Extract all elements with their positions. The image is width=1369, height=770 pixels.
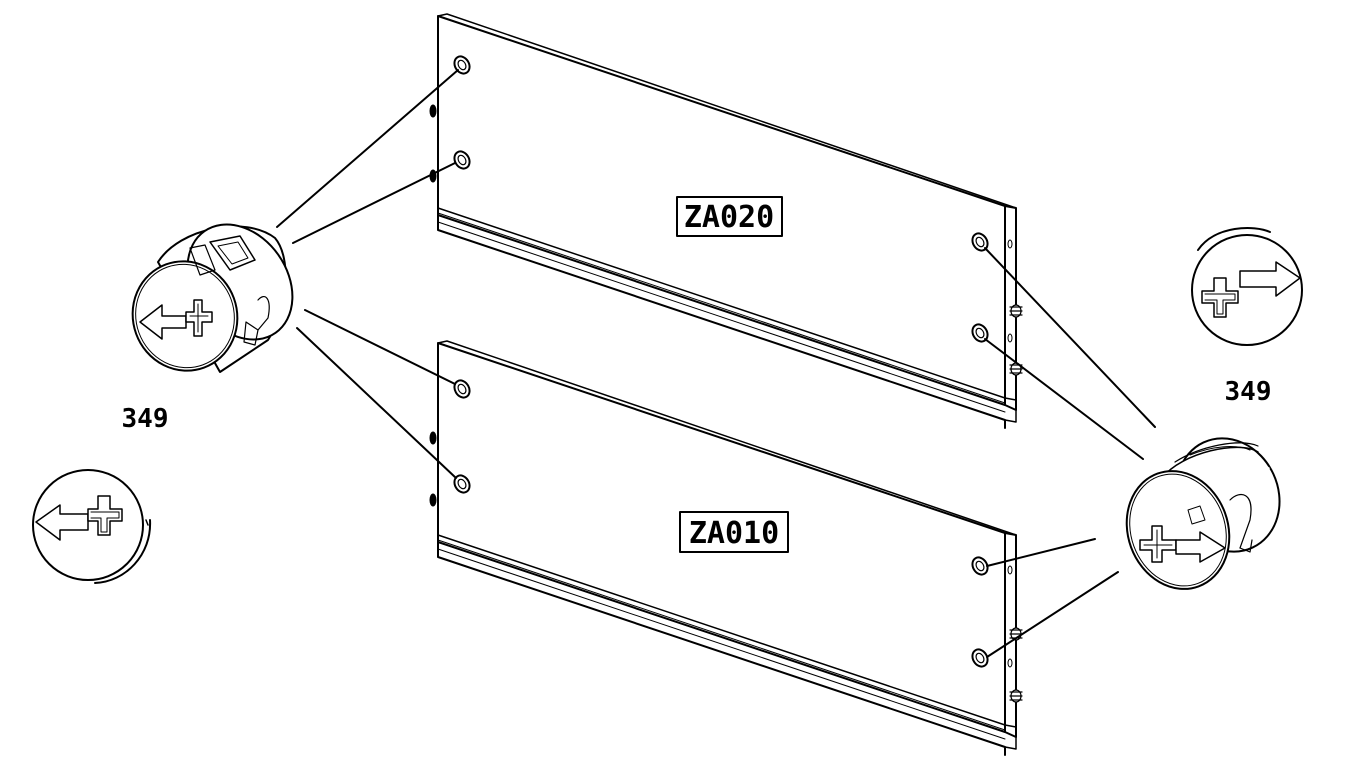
panel-label-box-za020 [676, 196, 783, 237]
cam-lock-arrow-left-icon [32, 469, 152, 584]
panel-za020: ZA020 [429, 13, 1023, 429]
panel-label-za010: ZA010 [689, 516, 779, 551]
leader-lines [276, 69, 1156, 658]
panel-za010: ZA010 [429, 340, 1023, 756]
cam-fitting-left: 349 [122, 223, 294, 434]
panel-label-za020: ZA020 [684, 200, 774, 235]
cam-lock-arrow-right-icon: 349 [1191, 227, 1303, 407]
panel-label-box-za010 [679, 511, 789, 553]
cam-fitting-right [1125, 437, 1281, 590]
part-number-left: 349 [122, 404, 169, 434]
part-number-right: 349 [1225, 377, 1272, 407]
